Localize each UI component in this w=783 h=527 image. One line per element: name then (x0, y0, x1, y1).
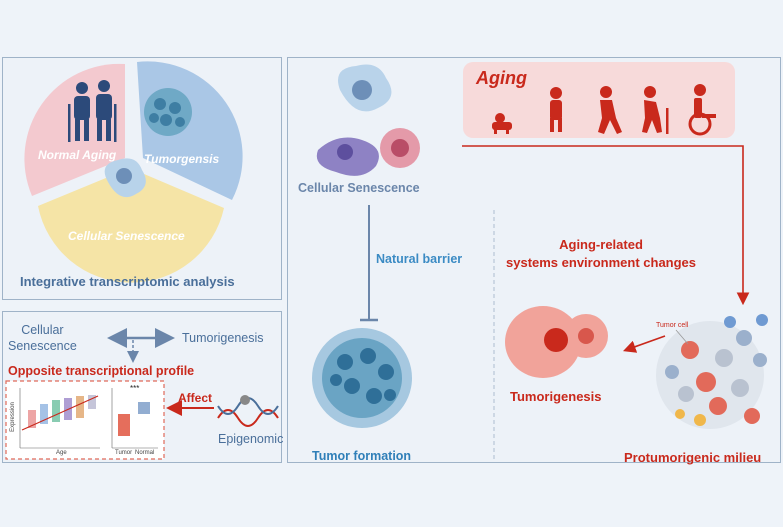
plot-ylabel: Expression (9, 402, 16, 432)
senescent-cells-illustration (316, 64, 420, 176)
senescence-tumorigenesis-arrow (107, 328, 175, 363)
dividing-tumor-cell (505, 306, 608, 378)
plot-xlabel-tumor: Tumor (115, 450, 133, 456)
label-cellular-senescence-left: Cellular Senescence (8, 323, 77, 353)
dna-icon (217, 395, 279, 427)
label-tumor-cell: Tumor cell (656, 322, 689, 329)
plot-significance: *** (130, 384, 140, 393)
milieu-to-tumorigenesis-arrow (622, 335, 666, 353)
label-aging-related: Aging-related systems environment change… (506, 237, 697, 270)
label-affect: Affect (178, 391, 213, 405)
label-tumorgensis: Tumorgensis (144, 152, 220, 166)
elderly-couple-icon (68, 80, 117, 142)
plot-xlabel-normal: Normal (135, 450, 155, 456)
label-epigenomic: Epigenomic (218, 432, 284, 446)
natural-barrier-line (360, 205, 378, 322)
segment-cellular-senescence (38, 168, 224, 283)
label-normal-aging: Normal Aging (38, 148, 117, 162)
label-opposite-profile: Opposite transcriptional profile (8, 364, 195, 378)
label-aging: Aging (476, 68, 527, 88)
label-tumorigenesis-right: Tumorigenesis (182, 331, 264, 345)
caption-integrative-analysis: Integrative transcriptomic analysis (20, 274, 235, 289)
aging-to-milieu-arrow (462, 145, 750, 306)
age-boxplot (19, 388, 100, 449)
tumor-normal-boxplot (111, 388, 158, 449)
tumor-cluster-icon (144, 88, 192, 136)
senescent-cell-icon (104, 158, 146, 198)
label-cellular-senescence-right: Cellular Senescence (298, 181, 420, 195)
aging-stages-icons (492, 84, 716, 136)
label-tumorigenesis-right-panel: Tumorigenesis (510, 389, 602, 404)
label-natural-barrier: Natural barrier (376, 252, 463, 266)
plot-xlabel-age: Age (56, 450, 67, 456)
tumor-mass-illustration (312, 328, 412, 428)
label-protumorigenic-milieu: Protumorigenic milieu (624, 450, 762, 465)
label-tumor-formation: Tumor formation (312, 449, 412, 463)
milieu-cluster (656, 314, 768, 429)
label-cellular-senescence-pie: Cellular Senescence (68, 229, 185, 243)
